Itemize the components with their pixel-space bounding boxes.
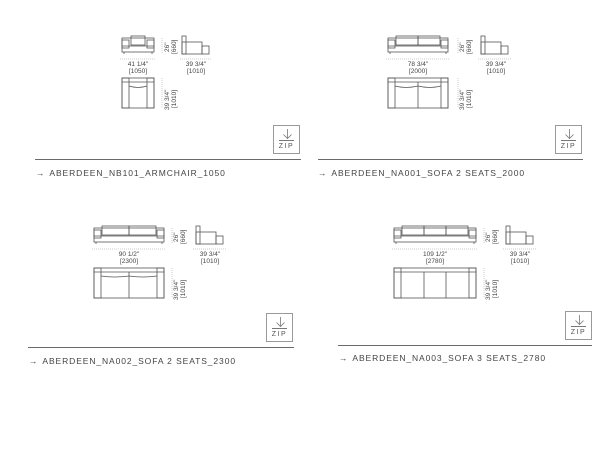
armchair-technical-drawing: 26" [660] 41 1/4" [1050] 39 3/4" [1010] … [120, 35, 212, 110]
height-inches: 26" [485, 232, 492, 242]
sofa-2300-technical-drawing: 26" [660] 90 1/2" [2300] 39 3/4" [1010] … [92, 225, 227, 300]
product-card-sofa-2000: 26" [660] 78 3/4" [2000] 39 3/4" [1010] … [300, 0, 600, 190]
height-mm: [660] [180, 229, 187, 244]
sofa-2780-technical-drawing: 26" [660] 109 1/2" [2780] 39 3/4" [1010]… [392, 225, 537, 300]
zip-label: ZIP [560, 143, 577, 150]
top-depth-mm: [1010] [171, 90, 178, 108]
zip-label: ZIP [278, 143, 295, 150]
product-card-armchair: 26" [660] 41 1/4" [1050] 39 3/4" [1010] … [0, 0, 310, 190]
top-depth-mm: [1010] [466, 90, 473, 108]
product-name: ABERDEEN_NB101_ARMCHAIR_1050 [49, 168, 226, 178]
product-card-sofa-2780: 26" [660] 109 1/2" [2780] 39 3/4" [1010]… [300, 190, 600, 380]
depth-inches: 39 3/4" [200, 251, 221, 258]
top-depth-inches: 39 3/4" [459, 89, 466, 110]
sofa-top-view [387, 77, 449, 109]
top-depth-inches: 39 3/4" [164, 89, 171, 110]
top-depth-inches: 39 3/4" [485, 279, 492, 300]
zip-download-button[interactable]: ZIP [266, 313, 293, 342]
depth-mm: [1010] [201, 258, 219, 265]
card-divider [35, 159, 301, 160]
card-divider [28, 347, 294, 348]
height-inches: 26" [173, 232, 180, 242]
depth-inches: 39 3/4" [186, 61, 207, 68]
zip-download-button[interactable]: ZIP [555, 125, 582, 154]
zip-divider [272, 328, 287, 329]
sofa-side-view [195, 225, 224, 245]
download-arrow-icon [283, 129, 292, 140]
product-name: ABERDEEN_NA003_SOFA 3 SEATS_2780 [352, 353, 546, 363]
arrow-right-icon: → [29, 356, 39, 366]
height-mm: [660] [466, 39, 473, 54]
product-name: ABERDEEN_NA002_SOFA 2 SEATS_2300 [42, 356, 236, 366]
depth-inches: 39 3/4" [510, 251, 531, 258]
width-inches: 90 1/2" [119, 251, 140, 258]
download-arrow-icon [575, 315, 584, 326]
product-name: ABERDEEN_NA001_SOFA 2 SEATS_2000 [331, 168, 525, 178]
width-mm: [2780] [426, 258, 444, 265]
card-divider [338, 345, 592, 346]
sofa-side-view [505, 225, 534, 245]
arrow-right-icon: → [36, 168, 46, 178]
product-link[interactable]: →ABERDEEN_NA001_SOFA 2 SEATS_2000 [318, 168, 525, 178]
width-inches: 109 1/2" [423, 251, 448, 258]
width-mm: [2300] [120, 258, 138, 265]
sofa-front-view [93, 225, 165, 244]
depth-mm: [1010] [187, 68, 205, 75]
product-link[interactable]: →ABERDEEN_NB101_ARMCHAIR_1050 [36, 168, 226, 178]
zip-divider [279, 140, 294, 141]
product-link[interactable]: →ABERDEEN_NA002_SOFA 2 SEATS_2300 [29, 356, 236, 366]
zip-divider [561, 140, 576, 141]
height-inches: 26" [459, 42, 466, 52]
sofa-side-view [480, 35, 509, 55]
sofa-front-view [393, 225, 477, 244]
sofa-front-view [387, 35, 449, 54]
top-depth-mm: [1010] [180, 280, 187, 298]
depth-inches: 39 3/4" [486, 61, 507, 68]
download-arrow-icon [276, 317, 285, 328]
zip-download-button[interactable]: ZIP [273, 125, 300, 154]
height-mm: [660] [492, 229, 499, 244]
sofa-top-view [393, 267, 477, 299]
depth-mm: [1010] [511, 258, 529, 265]
arrow-right-icon: → [339, 353, 349, 363]
width-inches: 78 3/4" [408, 61, 429, 68]
product-card-sofa-2300: 26" [660] 90 1/2" [2300] 39 3/4" [1010] … [0, 190, 310, 380]
sofa-top-view [93, 267, 165, 299]
download-arrow-icon [565, 129, 574, 140]
zip-divider [571, 326, 586, 327]
zip-label: ZIP [570, 329, 587, 336]
arrow-right-icon: → [318, 168, 328, 178]
armchair-front-view [121, 35, 155, 54]
zip-label: ZIP [271, 331, 288, 338]
product-link[interactable]: →ABERDEEN_NA003_SOFA 3 SEATS_2780 [339, 353, 546, 363]
armchair-side-view [181, 35, 210, 55]
width-mm: [2000] [409, 68, 427, 75]
height-mm: [660] [171, 39, 178, 54]
card-divider [318, 159, 583, 160]
depth-mm: [1010] [487, 68, 505, 75]
height-inches: 26" [164, 42, 171, 52]
armchair-top-view [121, 77, 155, 109]
top-depth-mm: [1010] [492, 280, 499, 298]
width-mm: [1050] [129, 68, 147, 75]
top-depth-inches: 39 3/4" [173, 279, 180, 300]
width-inches: 41 1/4" [128, 61, 149, 68]
zip-download-button[interactable]: ZIP [565, 311, 592, 340]
sofa-2000-technical-drawing: 26" [660] 78 3/4" [2000] 39 3/4" [1010] … [386, 35, 512, 110]
